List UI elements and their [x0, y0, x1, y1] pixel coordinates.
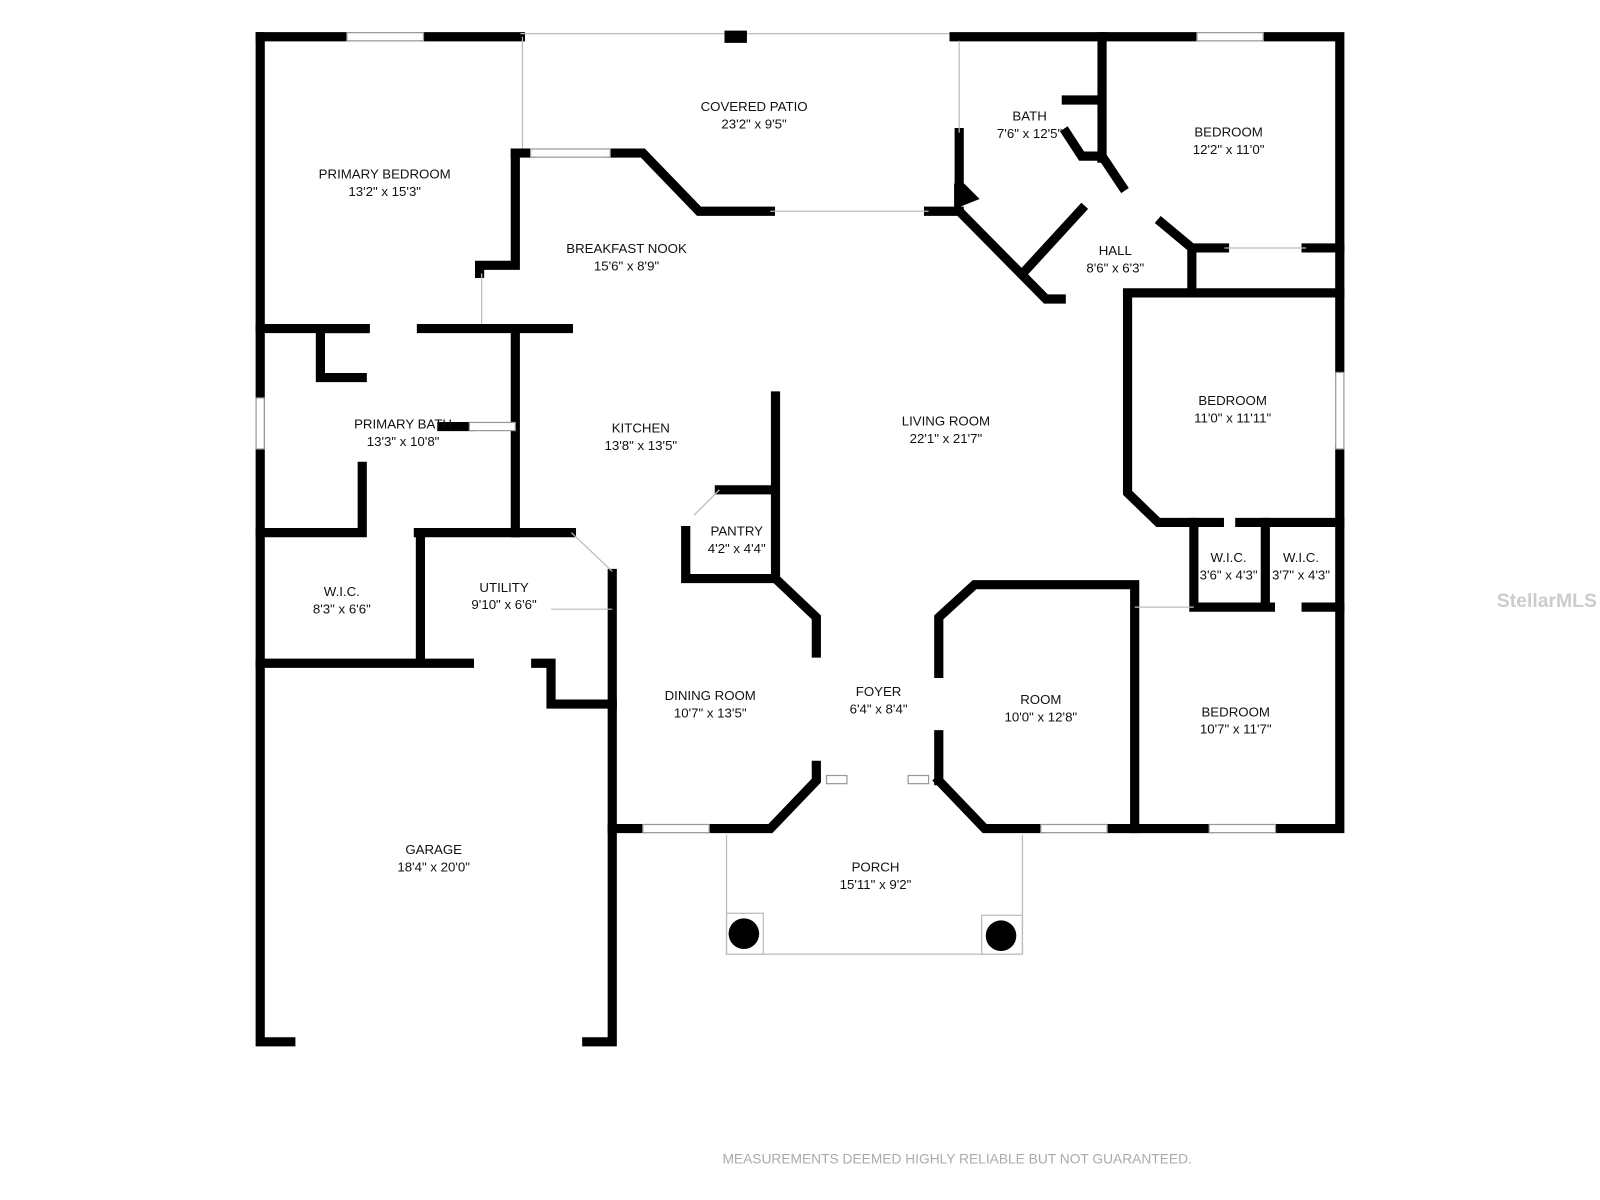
room-name: DINING ROOM [665, 688, 756, 703]
room-name: GARAGE [405, 842, 462, 857]
room-size: 13'8" x 13'5" [604, 438, 677, 453]
room-size: 8'6" x 6'3" [1086, 260, 1144, 275]
room-name: LIVING ROOM [902, 414, 990, 429]
room-size: 10'0" x 12'8" [1004, 709, 1077, 724]
room-size: 23'2" x 9'5" [721, 117, 787, 132]
windows [255, 32, 1345, 834]
room-name: W.I.C. [1283, 550, 1319, 565]
room-size: 13'2" x 15'3" [348, 184, 421, 199]
svg-text:W.I.C.3'7" x 4'3": W.I.C. 3'7" x 4'3" [1272, 550, 1330, 582]
room-size: 4'2" x 4'4" [708, 541, 766, 556]
room-size: 6'4" x 8'4" [850, 701, 908, 716]
room-name: PORCH [852, 859, 900, 874]
watermark: StellarMLS [1497, 590, 1597, 612]
room-name: FOYER [856, 684, 902, 699]
room-size: 3'6" x 4'3" [1200, 568, 1258, 583]
svg-text:W.I.C.3'6" x 4'3": W.I.C. 3'6" x 4'3" [1200, 550, 1258, 582]
room-name: PANTRY [710, 524, 763, 539]
room-size: 10'7" x 13'5" [674, 705, 747, 720]
room-name: W.I.C. [324, 584, 360, 599]
room-size: 3'7" x 4'3" [1272, 568, 1330, 583]
room-name: HALL [1099, 243, 1132, 258]
room-name: BREAKFAST NOOK [566, 241, 687, 256]
room-size: 12'2" x 11'0" [1193, 142, 1265, 157]
room-name: PRIMARY BATH [354, 417, 452, 432]
room-size: 8'3" x 6'6" [313, 601, 371, 616]
room-size: 18'4" x 20'0" [397, 859, 470, 874]
disclaimer: MEASUREMENTS DEEMED HIGHLY RELIABLE BUT … [722, 1151, 1191, 1166]
svg-text:W.I.C.8'3" x 6'6": W.I.C. 8'3" x 6'6" [313, 584, 371, 616]
room-size: 7'6" x 12'5" [997, 126, 1063, 141]
room-name: KITCHEN [612, 421, 670, 436]
room-name: UTILITY [479, 580, 528, 595]
room-name: BATH [1012, 108, 1046, 123]
room-name: W.I.C. [1211, 550, 1247, 565]
porch-column [985, 920, 1017, 952]
porch-column [728, 918, 760, 949]
walls [255, 30, 1345, 1047]
room-name: ROOM [1020, 692, 1061, 707]
room-labels: PRIMARY BEDROOM 13'2" x 15'3" COVERED PAT… [313, 99, 1330, 892]
room-size: 10'7" x 11'7" [1200, 722, 1272, 737]
room-name: BEDROOM [1194, 125, 1262, 140]
porch [725, 834, 1024, 955]
room-name: PRIMARY BEDROOM [319, 167, 451, 182]
room-size: 15'6" x 8'9" [594, 258, 660, 273]
room-name: COVERED PATIO [701, 99, 808, 114]
room-size: 15'11" x 9'2" [840, 877, 912, 892]
room-size: 22'1" x 21'7" [910, 431, 983, 446]
room-size: 9'10" x 6'6" [471, 597, 537, 612]
room-name: BEDROOM [1201, 704, 1269, 719]
room-size: 11'0" x 11'11" [1194, 410, 1271, 425]
room-name: BEDROOM [1198, 393, 1266, 408]
room-size: 13'3" x 10'8" [367, 434, 440, 449]
